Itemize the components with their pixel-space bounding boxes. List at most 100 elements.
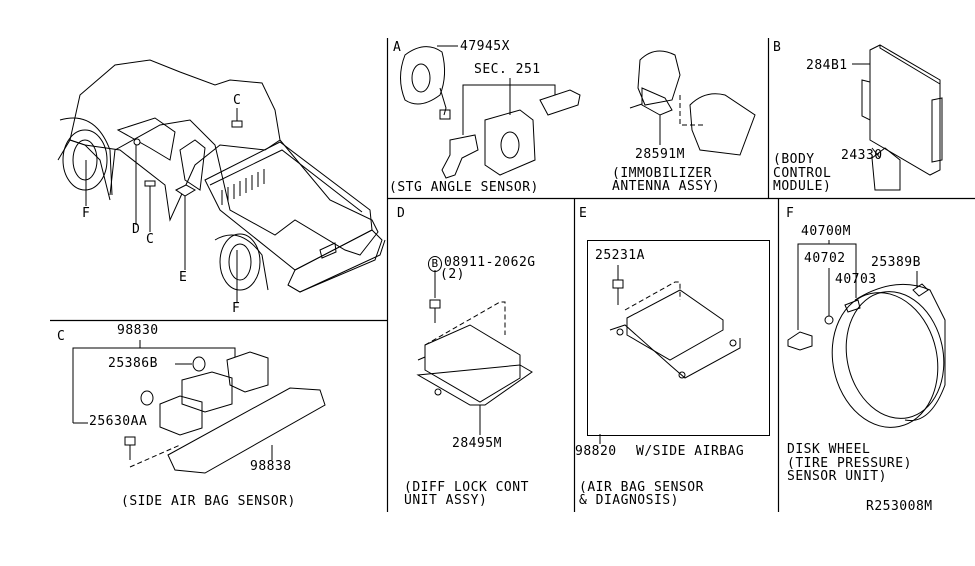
part-ref-sec-251[interactable]: SEC. 251 bbox=[474, 62, 541, 77]
bcm-right-bracket bbox=[931, 97, 943, 163]
air-bag-caption-line2: & DIAGNOSIS) bbox=[579, 493, 679, 508]
section-e-letter: E bbox=[579, 206, 588, 221]
sensor-right-block bbox=[226, 351, 269, 393]
truck-front-hub bbox=[72, 139, 98, 181]
section-f-letter: F bbox=[786, 206, 795, 221]
clock-spring-connector bbox=[439, 109, 451, 120]
bolt-head-25630aa bbox=[124, 436, 136, 446]
unit-e-mount-hole-2 bbox=[678, 371, 686, 379]
part-number-08911-2062g[interactable]: 08911-2062G bbox=[444, 255, 536, 270]
unit-e-box bbox=[626, 289, 724, 361]
unit-d-box bbox=[424, 324, 521, 403]
truck-tailgate-handle bbox=[319, 242, 337, 259]
bcm-caption-line3: MODULE) bbox=[773, 179, 832, 194]
leader-24330 bbox=[871, 147, 881, 159]
air-bag-caption-line1: (AIR BAG SENSOR bbox=[579, 480, 704, 495]
truck-rear-bumper bbox=[287, 239, 386, 293]
unit-e-mount-hole-3 bbox=[729, 339, 737, 347]
truck-windshield bbox=[116, 117, 176, 161]
truck-rear-window bbox=[179, 139, 206, 191]
immobilizer-caption-line1: (IMMOBILIZER bbox=[612, 166, 712, 181]
part-number-25386b[interactable]: 25386B bbox=[108, 356, 158, 371]
callout-f-front: F bbox=[82, 206, 91, 221]
section-e-inset-box bbox=[587, 240, 770, 436]
callout-d: D bbox=[132, 222, 141, 237]
sensor-bracket-98838 bbox=[167, 387, 326, 474]
diff-lock-caption-line1: (DIFF LOCK CONT bbox=[404, 480, 529, 495]
callout-c-door: C bbox=[146, 232, 155, 247]
immobilizer-antenna bbox=[641, 87, 673, 116]
nut-25386b bbox=[192, 356, 206, 372]
part-number-98820[interactable]: 98820 bbox=[575, 444, 617, 459]
section-d-letter: D bbox=[397, 206, 406, 221]
part-number-40702[interactable]: 40702 bbox=[804, 251, 846, 266]
unit-e-base-plate bbox=[609, 324, 741, 379]
sensor-left-block bbox=[159, 395, 203, 436]
part-number-25231a[interactable]: 25231A bbox=[595, 248, 645, 263]
part-number-98830[interactable]: 98830 bbox=[117, 323, 159, 338]
part-number-284b1[interactable]: 284B1 bbox=[806, 58, 848, 73]
callout-d-spot bbox=[133, 138, 141, 146]
combination-switch-hole bbox=[500, 131, 520, 159]
drawing-reference-code: R253008M bbox=[866, 499, 933, 514]
part-number-25630aa[interactable]: 25630AA bbox=[89, 414, 148, 429]
immobilizer-dash bbox=[679, 95, 705, 126]
part-number-25389b[interactable]: 25389B bbox=[871, 255, 921, 270]
steering-column-cover bbox=[689, 93, 756, 156]
wiper-switch-stalk bbox=[441, 134, 479, 179]
truck-rear-hub bbox=[228, 243, 252, 281]
section-a-caption: (STG ANGLE SENSOR) bbox=[389, 180, 539, 195]
part-number-28495m[interactable]: 28495M bbox=[452, 436, 502, 451]
leader-sec-251-bracket bbox=[462, 84, 556, 135]
sensor-middle-block bbox=[181, 371, 233, 413]
unit-e-dash bbox=[624, 281, 681, 311]
wheel-caption-line3: SENSOR UNIT) bbox=[787, 469, 887, 484]
diff-lock-caption-line2: UNIT ASSY) bbox=[404, 493, 488, 508]
disk-wheel-rim-inner bbox=[845, 291, 945, 419]
truck-bed-rail bbox=[209, 149, 363, 213]
bolt-head-e bbox=[612, 279, 624, 289]
unit-d-mount-hole bbox=[434, 388, 442, 396]
section-b-letter: B bbox=[773, 40, 782, 55]
truck-cab-outline bbox=[69, 59, 281, 222]
part-number-47945x[interactable]: 47945X bbox=[460, 39, 510, 54]
part-number-98838[interactable]: 98838 bbox=[250, 459, 292, 474]
callout-e-box bbox=[175, 184, 196, 197]
part-number-40700m[interactable]: 40700M bbox=[801, 224, 851, 239]
bolt-head-d bbox=[429, 299, 441, 309]
tpms-sensor-40700m bbox=[787, 331, 813, 351]
part-number-28591m[interactable]: 28591M bbox=[635, 147, 685, 162]
clock-spring-wire bbox=[439, 87, 447, 116]
tpms-nut-40702 bbox=[824, 315, 834, 325]
variant-note-side-airbag: W/SIDE AIRBAG bbox=[636, 444, 745, 459]
wheel-caption-line1: DISK WHEEL bbox=[787, 442, 871, 457]
truck-front-wheel bbox=[62, 129, 108, 191]
immobilizer-ring bbox=[637, 50, 681, 106]
bcm-caption-line1: (BODY bbox=[773, 152, 815, 167]
unit-e-mount-hole-1 bbox=[616, 328, 624, 336]
part-quantity: (2) bbox=[440, 267, 465, 282]
wheel-caption-line2: (TIRE PRESSURE) bbox=[787, 456, 912, 471]
light-switch-stalk bbox=[539, 89, 581, 116]
immobilizer-caption-line2: ANTENNA ASSY) bbox=[612, 179, 721, 194]
truck-rear-fender bbox=[214, 234, 269, 291]
callout-c-roof: C bbox=[233, 93, 242, 108]
unit-d-base-plate bbox=[416, 356, 533, 406]
disk-wheel-rim-outer bbox=[831, 292, 939, 428]
callout-f-rear: F bbox=[232, 301, 241, 316]
callout-e: E bbox=[179, 270, 188, 285]
leader-40700m-bracket bbox=[797, 243, 857, 330]
clock-spring bbox=[400, 46, 446, 105]
bcm-caption-line2: CONTROL bbox=[773, 166, 832, 181]
bolt-dash-line bbox=[129, 444, 181, 468]
truck-rear-wheel bbox=[219, 233, 261, 291]
section-c-caption: (SIDE AIR BAG SENSOR) bbox=[121, 494, 296, 509]
truck-hood bbox=[57, 139, 111, 201]
section-c-letter: C bbox=[57, 329, 66, 344]
